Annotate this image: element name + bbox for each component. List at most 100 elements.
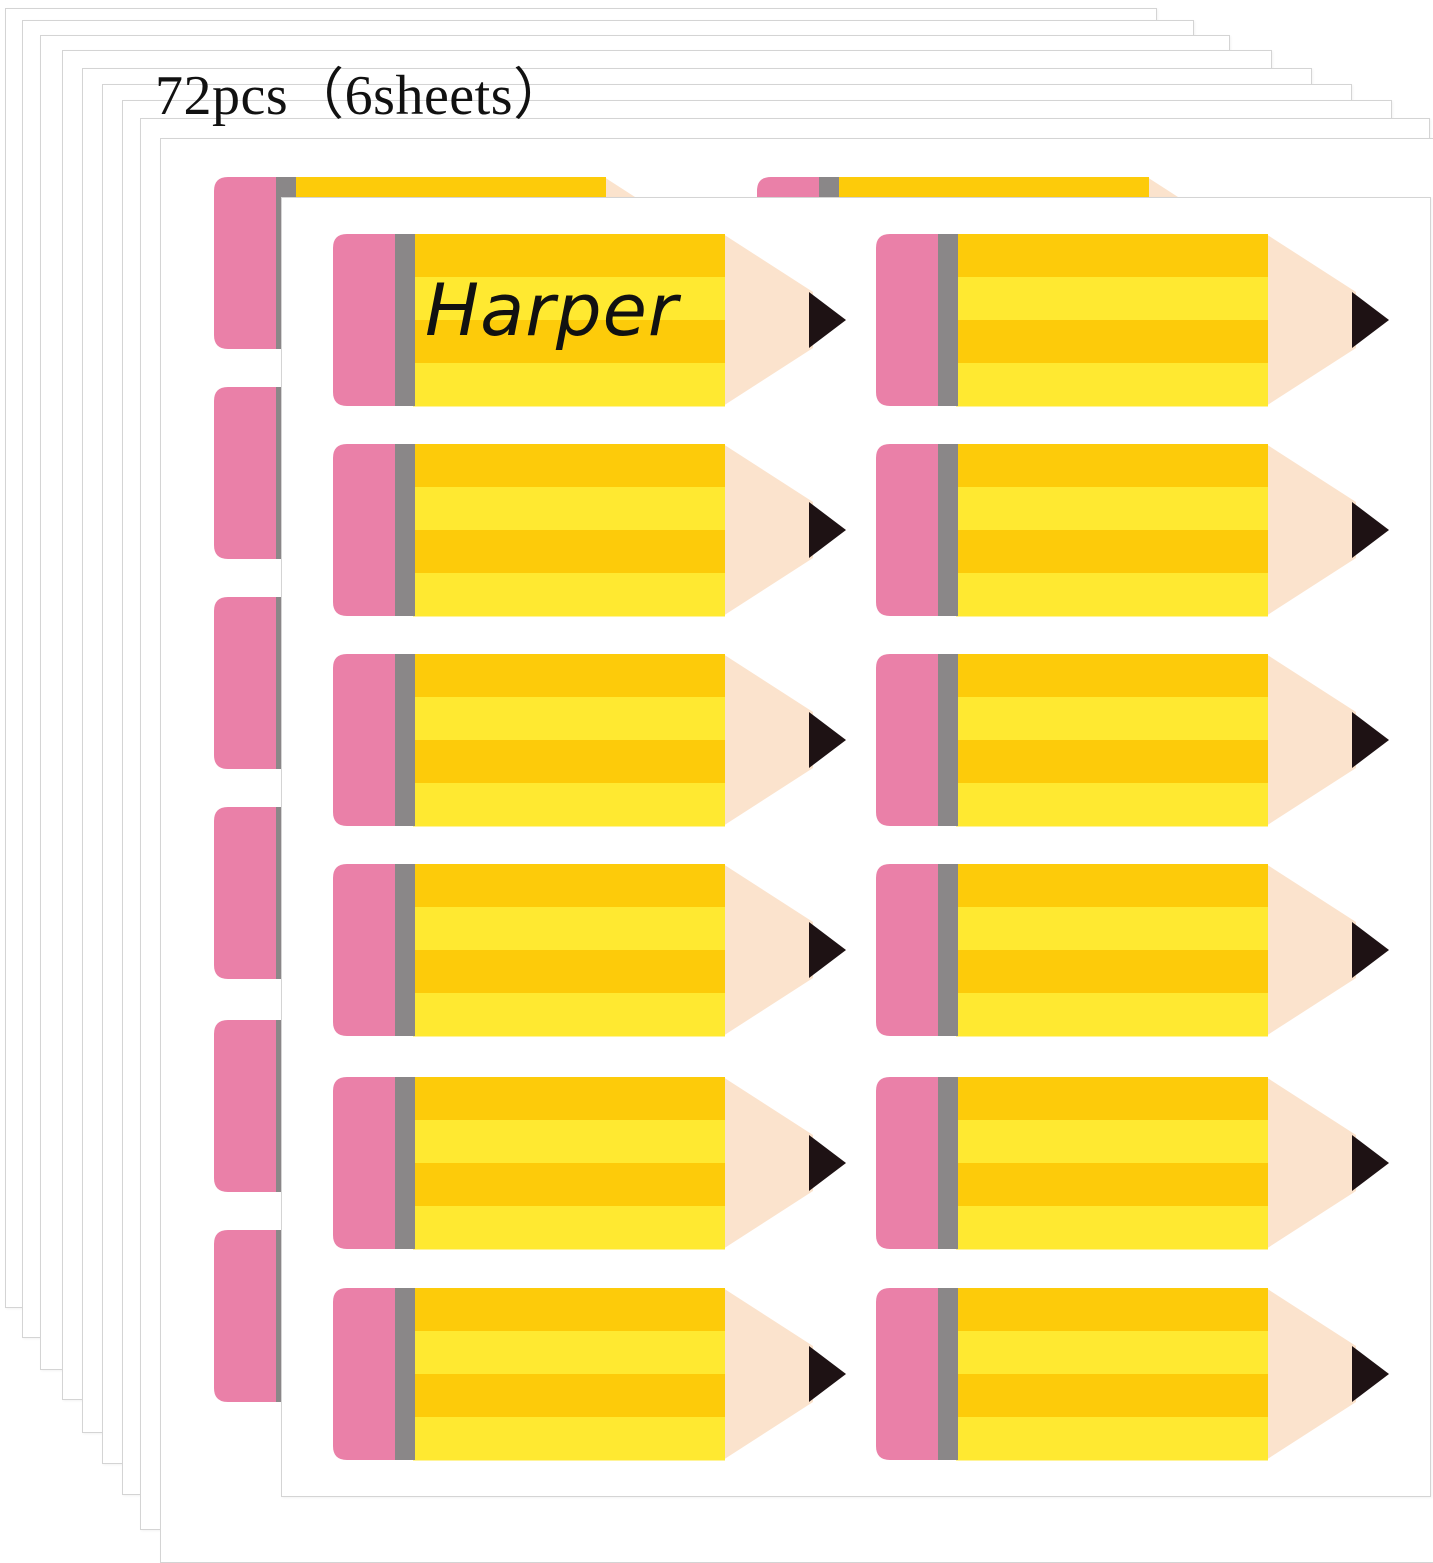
pencil-name-label bbox=[876, 654, 1389, 827]
pencil-lead bbox=[1352, 292, 1389, 348]
pencil-ferrule bbox=[936, 444, 958, 616]
pencil-body-stripe bbox=[956, 363, 1268, 407]
pencil-body-stripe bbox=[413, 1288, 725, 1332]
pencil-name-label bbox=[876, 864, 1389, 1037]
pencil-body-stripe bbox=[413, 864, 725, 908]
pencil-body-stripe bbox=[413, 950, 725, 994]
pencil-wood-tip bbox=[723, 654, 846, 826]
pencil-name-label bbox=[876, 444, 1389, 617]
pencil-eraser bbox=[876, 864, 938, 1036]
pencil-body-stripe bbox=[956, 697, 1268, 741]
pencil-ferrule bbox=[936, 1077, 958, 1249]
pencil-lead bbox=[1352, 1135, 1389, 1191]
pencil-body-stripe bbox=[413, 234, 725, 278]
pencil-lead bbox=[809, 1135, 846, 1191]
pencil-body-stripe bbox=[413, 1120, 725, 1164]
pencil-ferrule bbox=[936, 1288, 958, 1460]
pencil-wood-tip bbox=[1266, 444, 1389, 616]
pencil-wood-tip bbox=[1266, 864, 1389, 1036]
pencil-name-label bbox=[876, 234, 1389, 407]
pencil-lead bbox=[809, 922, 846, 978]
pencil-eraser bbox=[214, 597, 276, 769]
pencil-body-stripe bbox=[956, 1077, 1268, 1121]
pencil-eraser bbox=[214, 387, 276, 559]
pencil-name-label bbox=[333, 654, 846, 827]
pencil-wood-tip bbox=[1266, 654, 1389, 826]
pencil-body-stripe bbox=[413, 697, 725, 741]
pencil-wood-tip bbox=[723, 1077, 846, 1249]
pencil-body-stripe bbox=[413, 1163, 725, 1207]
sticker-sheet-stack: Harper bbox=[5, 8, 1433, 1563]
pencil-body-stripe bbox=[413, 363, 725, 407]
pencil-body-stripe bbox=[413, 573, 725, 617]
pencil-body-stripe bbox=[956, 1163, 1268, 1207]
pencil-name-label bbox=[333, 1077, 846, 1250]
pencil-body-stripe bbox=[956, 1331, 1268, 1375]
pencil-lead bbox=[809, 712, 846, 768]
pencil-body-stripe bbox=[956, 234, 1268, 278]
pencil-eraser bbox=[333, 1077, 395, 1249]
pencil-body-stripe bbox=[956, 907, 1268, 951]
pencil-eraser bbox=[214, 1020, 276, 1192]
pencil-body-stripe bbox=[413, 783, 725, 827]
pencil-ferrule bbox=[936, 864, 958, 1036]
pencil-body-stripe bbox=[413, 487, 725, 531]
pencil-body-stripe bbox=[956, 277, 1268, 321]
pencil-body-stripe bbox=[956, 654, 1268, 698]
pencil-body-stripe bbox=[956, 444, 1268, 488]
pencil-eraser bbox=[876, 1288, 938, 1460]
pencil-body-stripe bbox=[956, 1374, 1268, 1418]
pencil-body-stripe bbox=[956, 1288, 1268, 1332]
pencil-name-label bbox=[333, 864, 846, 1037]
pencil-body-stripe bbox=[956, 864, 1268, 908]
pencil-name-label bbox=[876, 1288, 1389, 1461]
pencil-lead bbox=[1352, 712, 1389, 768]
pencil-eraser bbox=[876, 444, 938, 616]
pencil-body-stripe bbox=[956, 530, 1268, 574]
pencil-eraser bbox=[333, 1288, 395, 1460]
pencil-wood-tip bbox=[1266, 1288, 1389, 1460]
front-sticker-sheet bbox=[281, 197, 1431, 1497]
pencil-lead bbox=[809, 1346, 846, 1402]
pencil-wood-tip bbox=[1266, 1077, 1389, 1249]
pencil-body-stripe bbox=[413, 1331, 725, 1375]
pencil-body-stripe bbox=[413, 320, 725, 364]
pencil-body-stripe bbox=[956, 487, 1268, 531]
pencil-ferrule bbox=[936, 234, 958, 406]
pencil-body-stripe bbox=[413, 444, 725, 488]
pencil-eraser bbox=[876, 234, 938, 406]
pencil-body-stripe bbox=[413, 907, 725, 951]
pencil-ferrule bbox=[393, 1077, 415, 1249]
pencil-body-stripe bbox=[413, 740, 725, 784]
pencil-body-stripe bbox=[956, 1206, 1268, 1250]
pencil-eraser bbox=[876, 654, 938, 826]
pencil-ferrule bbox=[393, 654, 415, 826]
pencil-ferrule bbox=[393, 864, 415, 1036]
pencil-body-stripe bbox=[413, 993, 725, 1037]
pencil-body-stripe bbox=[413, 1077, 725, 1121]
pencil-eraser bbox=[333, 444, 395, 616]
pencil-body-stripe bbox=[956, 950, 1268, 994]
pencil-body-stripe bbox=[956, 320, 1268, 364]
pencil-wood-tip bbox=[723, 864, 846, 1036]
pencil-name-label bbox=[333, 1288, 846, 1461]
pencil-lead bbox=[1352, 922, 1389, 978]
pencil-name-label bbox=[876, 1077, 1389, 1250]
sample-name-text: Harper bbox=[425, 268, 679, 352]
pencil-ferrule bbox=[393, 1288, 415, 1460]
pencil-body-stripe bbox=[956, 740, 1268, 784]
quantity-caption: 72pcs（6sheets） bbox=[155, 65, 570, 127]
pencil-eraser bbox=[333, 234, 395, 406]
pencil-ferrule bbox=[393, 444, 415, 616]
pencil-body-stripe bbox=[956, 1417, 1268, 1461]
pencil-ferrule bbox=[393, 234, 415, 406]
pencil-eraser bbox=[214, 1230, 276, 1402]
pencil-body-stripe bbox=[956, 783, 1268, 827]
pencil-name-label bbox=[333, 444, 846, 617]
pencil-ferrule bbox=[936, 654, 958, 826]
pencil-name-label bbox=[333, 234, 846, 407]
pencil-eraser bbox=[214, 177, 276, 349]
pencil-wood-tip bbox=[723, 234, 846, 406]
pencil-body-stripe bbox=[956, 1120, 1268, 1164]
pencil-body-stripe bbox=[413, 1374, 725, 1418]
